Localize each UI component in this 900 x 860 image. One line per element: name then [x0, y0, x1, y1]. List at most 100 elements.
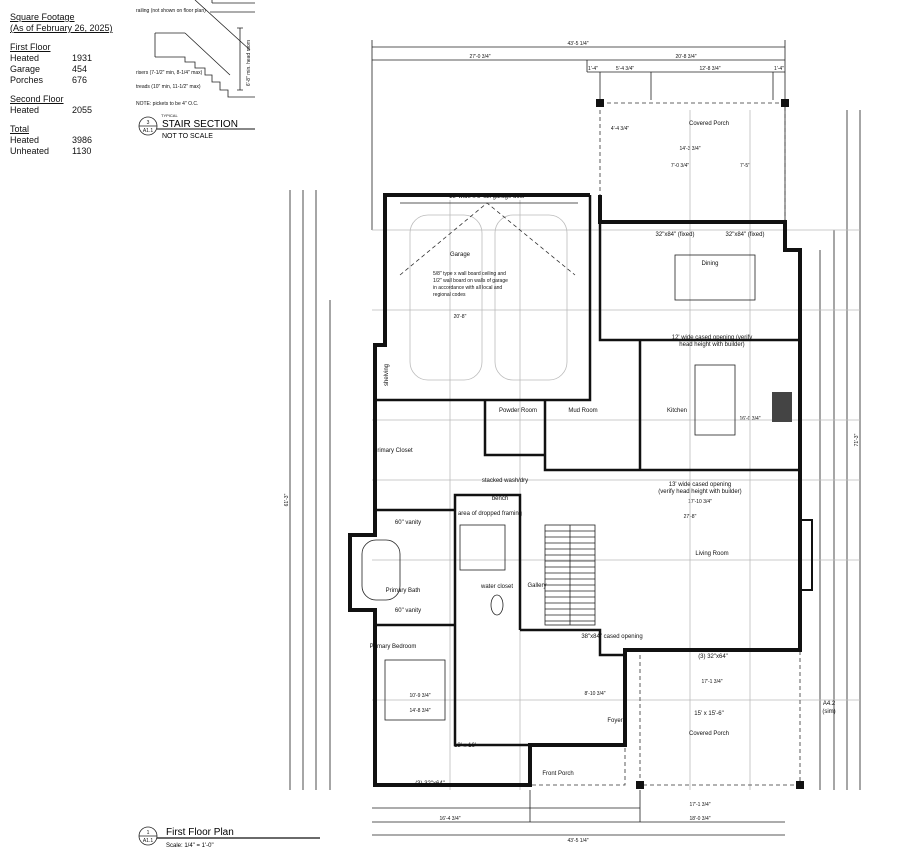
note-vanity: 60" vanity: [395, 520, 421, 526]
room-label-primary-closet: Primary Closet: [373, 448, 413, 454]
note-garage-fire: 5/8" type x wall board ceiling and: [433, 271, 506, 277]
stair-section-detail: railing (not shown on floor plan) risers…: [136, 0, 255, 140]
bed: [384, 659, 446, 721]
note-bedroom-size: 13' x 16': [454, 743, 476, 749]
square-footage-table: Square Footage (As of February 26, 2025)…: [10, 12, 113, 157]
dim-top-a: 1'-4": [588, 66, 598, 72]
note-porch-size: 15' x 15'-6": [694, 711, 723, 717]
sqft-value: 1130: [72, 146, 92, 156]
dim-bed-a: 14'-8 3/4": [409, 708, 430, 714]
railing-note: railing (not shown on floor plan): [136, 8, 206, 14]
walls: [348, 193, 813, 787]
note-kitchen-opening: head height with builder): [679, 342, 744, 348]
dim-bed-b: 10'-9 3/4": [409, 693, 430, 699]
tread-note: treads (10" min, 11-1/2" max): [136, 84, 201, 90]
exterior-wall: [348, 193, 802, 787]
room-label-dining: Dining: [701, 261, 718, 267]
staircase: [544, 524, 596, 626]
dim-left-overall: 61'-3": [284, 493, 290, 506]
note-sim: (sim): [822, 709, 835, 715]
room-label-front-porch: Front Porch: [542, 771, 573, 777]
headroom-note: 6'-8" min. head room: [246, 40, 252, 86]
room-label-living: Living Room: [695, 551, 728, 557]
room-label-foyer: Foyer: [607, 718, 622, 724]
kitchen-island: [694, 364, 736, 436]
note-dropped-framing: area of dropped framing: [458, 511, 522, 517]
sqft-label: Garage: [10, 64, 41, 74]
picket-note: NOTE: pickets to be 4" O.C.: [136, 101, 198, 107]
porch-post: [636, 781, 644, 789]
fixtures: [361, 254, 792, 721]
dim-porch-bottom: 17'-1 3/4": [701, 679, 722, 685]
room-label-garage: Garage: [450, 252, 471, 258]
dim-dining-b: 7'-5": [740, 163, 750, 169]
note-window: (3) 32"x64": [698, 654, 728, 660]
dim-bottom-overall: 43'-5 1/4": [567, 838, 588, 844]
dining-table: [674, 254, 756, 301]
total-heading: Total: [10, 124, 30, 134]
note-garage-fire: 1/2" wall board on walls of garage: [433, 278, 508, 284]
note-cased-opening: 38"x84" cased opening: [581, 634, 642, 640]
note-window-fixed: 32"x84" (fixed): [726, 232, 765, 238]
stair-section-scale: NOT TO SCALE: [162, 133, 213, 140]
dim-bottom-right: 18'-0 3/4": [689, 816, 710, 822]
dim-foyer: 8'-10 3/4": [584, 691, 605, 697]
dim-top-d: 1'-4": [774, 66, 784, 72]
room-label-stacked-washdry: stacked wash/dry: [482, 478, 528, 484]
note-kitchen-opening: 12' wide cased opening (verify: [672, 335, 753, 341]
room-label-primary-bath: Primary Bath: [386, 588, 421, 594]
porch-post: [781, 99, 789, 107]
dimension-lines: 43'-5 1/4" 27'-0 3/4" 20'-8 3/4" 1'-4" 5…: [284, 40, 861, 844]
toilet: [490, 594, 504, 616]
dim-top-c: 12'-8 3/4": [699, 66, 720, 72]
detail-number: 1: [147, 830, 150, 836]
dim-porch-depth: 4'-4 3/4": [611, 126, 630, 132]
sheet-number: A1.1: [143, 838, 154, 844]
interior-wall: [375, 195, 800, 747]
room-label-gallery: Gallery: [527, 583, 546, 589]
sqft-label: Heated: [10, 135, 40, 145]
riser-note: risers (7-1/2" min, 8-1/4" max): [136, 70, 203, 76]
dim-garage-depth: 20'-8": [454, 314, 467, 320]
dim-top-right: 20'-8 3/4": [675, 54, 696, 60]
note-garage-door: 18' wide x 8' tall garage door: [449, 194, 525, 200]
sqft-label: Heated: [10, 105, 40, 115]
stair-section-title: STAIR SECTION: [162, 119, 238, 130]
first-floor-heading: First Floor: [10, 42, 51, 52]
sqft-label: Porches: [10, 75, 44, 85]
plan-title-block: 1 A1.1 First Floor Plan Scale: 1/4" = 1'…: [138, 826, 320, 849]
garage-fixtures: [399, 202, 578, 381]
dim-top-b: 5'-4 3/4": [616, 66, 635, 72]
room-label-water-closet: water closet: [480, 584, 513, 590]
dim-living-opening: 17'-10 3/4": [688, 499, 712, 505]
typical-label: TYPICAL: [161, 113, 178, 118]
dim-right-overall: 71'-3": [854, 433, 860, 446]
dim-top-overall: 43'-5 1/4": [567, 41, 588, 47]
detail-number: 3: [147, 120, 150, 126]
sqft-value: 2055: [72, 105, 93, 115]
room-label-primary-bedroom: Primary Bedroom: [370, 644, 417, 650]
sheet-number: A1.1: [143, 128, 154, 134]
note-window: (3) 32"x64": [415, 781, 445, 787]
plan-scale: Scale: 1/4" = 1'-0": [166, 843, 214, 849]
sqft-date: (As of February 26, 2025): [10, 23, 113, 33]
dim-top-left: 27'-0 3/4": [469, 54, 490, 60]
second-floor-heading: Second Floor: [10, 94, 64, 104]
shower: [459, 524, 506, 571]
plan-notes: 18' wide x 8' tall garage door 5/8" type…: [395, 194, 836, 787]
room-label-bench: bench: [492, 496, 508, 502]
room-labels: Garage Dining Kitchen Living Room Primar…: [370, 121, 729, 777]
dim-dining-a: 7'-0 3/4": [671, 163, 690, 169]
porch-outlines: [529, 99, 804, 789]
plan-title: First Floor Plan: [166, 827, 234, 838]
dim-bottom-left: 16'-4 3/4": [439, 816, 460, 822]
note-garage-fire: regional codes: [433, 292, 466, 298]
room-label-shelving: shelving: [384, 364, 390, 386]
sqft-title: Square Footage: [10, 12, 75, 22]
bathtub: [361, 539, 401, 601]
